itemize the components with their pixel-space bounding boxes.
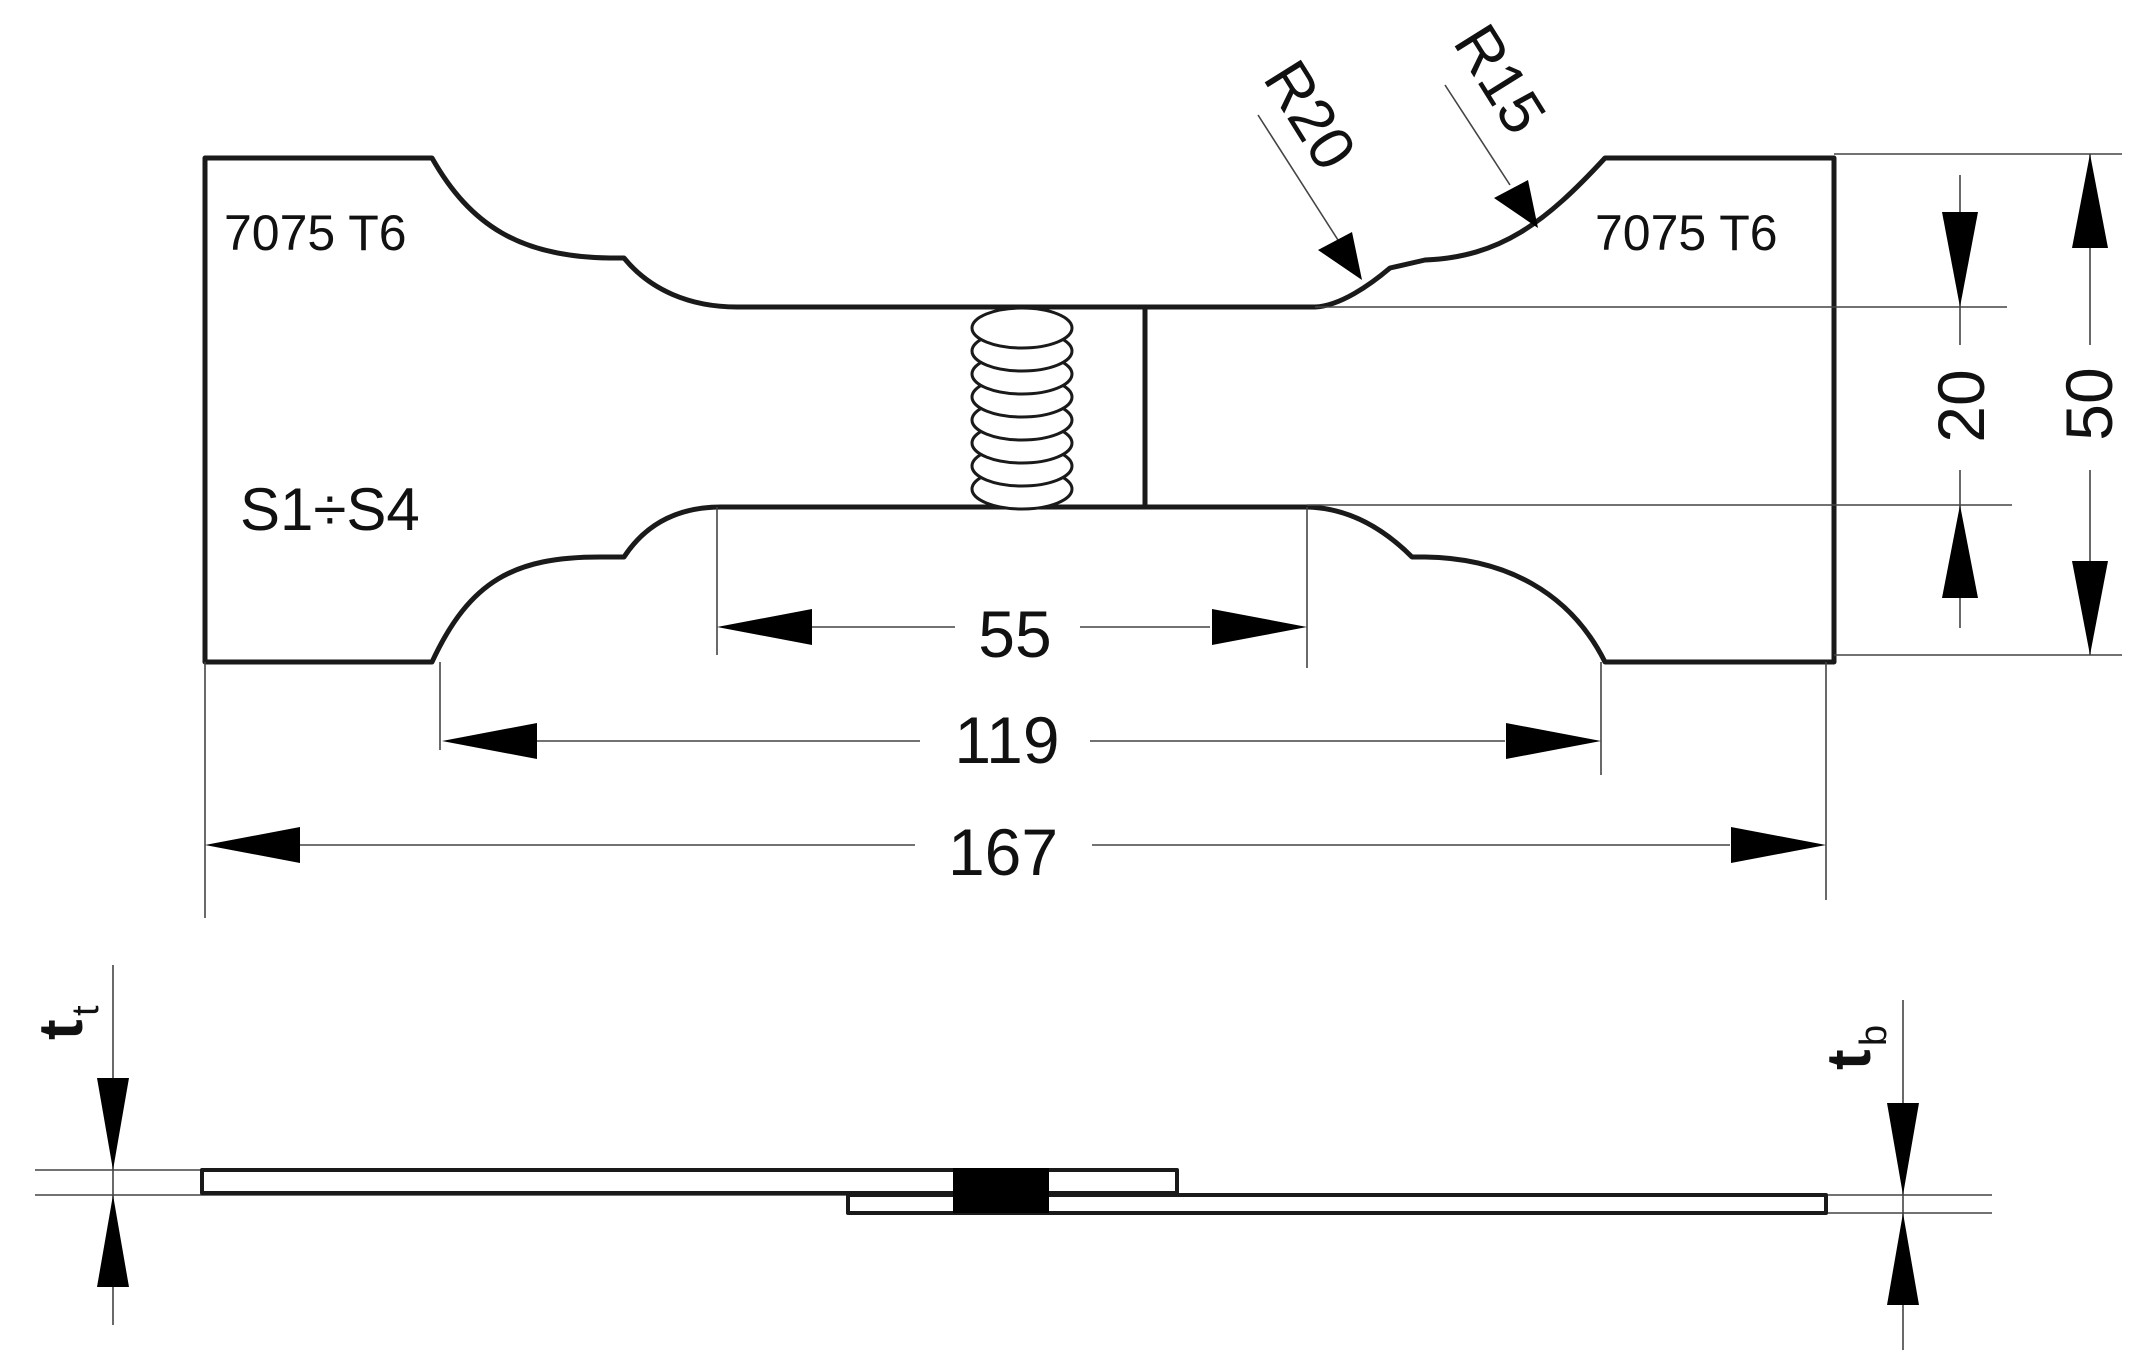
radius-r15-callout: R15 [1440,13,1559,228]
dim-167-label: 167 [948,815,1058,889]
specimen-outline [202,155,1837,665]
dim-55-label: 55 [978,597,1051,671]
thickness-top-symbol: t [27,1019,96,1040]
dimension-total-length: 167 [204,662,1827,918]
dim-55-arrow-left [717,609,812,645]
dim-167-arrow-left [205,827,300,863]
top-plate [200,1168,1179,1195]
r15-arrowhead [1494,180,1538,228]
weld-bead [970,306,1074,511]
radius-r15-label: R15 [1440,13,1559,146]
tb-arrow-top [1887,1103,1919,1195]
thickness-bottom-symbol: t [1815,1049,1884,1070]
dimension-gauge-width: 20 [1924,175,1998,628]
thickness-top-subscript: t [65,1005,107,1016]
tb-arrow-bottom [1887,1213,1919,1305]
side-view: t t t b [27,965,1992,1350]
material-label-left: 7075 T6 [224,205,407,261]
dim-20-arrow-top [1942,212,1978,307]
dim-55-arrow-right [1212,609,1307,645]
dimension-thickness-top: t t [27,965,129,1325]
dim-119-arrow-right [1506,723,1601,759]
series-label: S1÷S4 [240,476,420,543]
dim-119-label: 119 [954,703,1059,777]
material-label-right: 7075 T6 [1595,205,1778,261]
plan-view: 7075 T6 7075 T6 S1÷S4 R20 R15 55 [202,13,2126,918]
dim-20-label: 20 [1924,369,1998,442]
bottom-plate [846,1193,1828,1215]
dimension-thickness-bottom: t b [1815,1000,1919,1350]
thickness-bottom-subscript: b [1853,1025,1895,1046]
r20-arrowhead [1318,232,1362,280]
dim-167-arrow-right [1731,827,1826,863]
radius-r20-callout: R20 [1250,49,1369,280]
dim-50-arrow-bottom [2072,561,2108,655]
radius-r20-label: R20 [1250,49,1369,182]
weld-section [953,1168,1049,1213]
dim-20-arrow-bottom [1942,505,1978,598]
dim-119-arrow-left [442,723,537,759]
dimension-grip-width: 50 [2052,154,2126,655]
dimension-parallel-length: 119 [439,662,1602,777]
dim-50-label: 50 [2052,367,2126,440]
dimension-gauge-length: 55 [716,507,1308,671]
dim-50-arrow-top [2072,154,2108,248]
tt-arrow-bottom [97,1195,129,1287]
tt-arrow-top [97,1078,129,1170]
